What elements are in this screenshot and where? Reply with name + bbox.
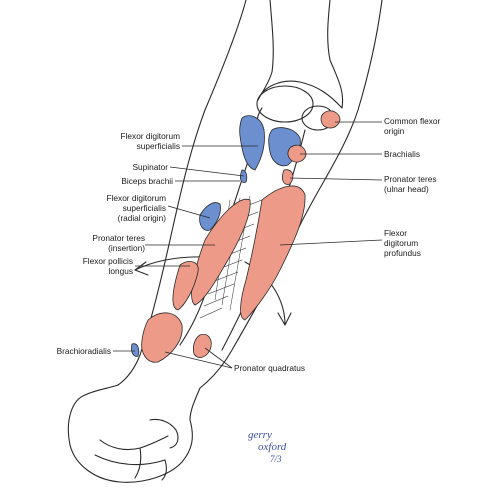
signature-line-1: gerry <box>248 429 272 441</box>
label-brachioradialis: Brachioradialis <box>56 346 111 356</box>
label-common-flexor-origin: Common flexor origin <box>384 116 441 136</box>
leader-pq-2 <box>204 347 233 369</box>
artist-signature: gerry oxford 7/3 <box>248 429 287 464</box>
forearm-outline-medial <box>199 0 383 389</box>
leader-pronator-ulnar <box>289 177 383 181</box>
fdp-salmon <box>240 185 306 321</box>
leader-fdp <box>279 239 383 246</box>
common-flexor-origin-salmon <box>320 110 341 129</box>
pronator-quadratus-ulnar-salmon <box>192 333 212 358</box>
label-pronator-teres-ulnar-head: Pronator teres (ulnar head) <box>384 174 437 194</box>
label-flexor-digitorum-superficialis: Flexor digitorum superficialis <box>120 131 180 151</box>
pronator-quadratus-salmon <box>141 312 183 363</box>
signature-line-2: oxford <box>258 441 287 453</box>
leader-fds-radial <box>167 205 211 219</box>
elbow-trochlea <box>256 85 314 123</box>
label-pronator-teres-insertion: Pronator teres (insertion) <box>92 233 145 253</box>
leader-pq-1 <box>164 351 233 369</box>
pronator-ulnar-head-salmon <box>282 169 294 185</box>
wrist-outline <box>84 384 201 421</box>
brachialis-insertion-salmon <box>287 144 307 163</box>
humerus-outline <box>257 0 344 109</box>
label-brachialis: Brachialis <box>384 149 420 159</box>
fist-outline <box>67 394 193 483</box>
fds-radial-origin-blue <box>199 202 221 231</box>
label-flexor-digitorum-profundus: Flexor digitorum profundus <box>384 228 421 258</box>
signature-line-3: 7/3 <box>270 454 282 464</box>
label-fds-radial-origin: Flexor digitorum superficialis (radial o… <box>106 193 166 223</box>
leader-supinator <box>169 166 245 177</box>
fist-fingers <box>94 435 169 481</box>
forearm-outline-lateral <box>117 0 247 386</box>
pronator-teres-insertion-salmon <box>191 198 251 306</box>
label-pronator-quadratus: Pronator quadratus <box>234 363 306 373</box>
label-biceps-brachii: Biceps brachii <box>121 176 173 186</box>
label-flexor-pollicis-longus: Flexor pollicis longus <box>82 256 133 276</box>
label-supinator: Supinator <box>132 162 168 172</box>
brachioradialis-blue <box>131 343 140 357</box>
fds-origin-blue <box>239 115 265 171</box>
fpl-salmon <box>172 261 199 311</box>
